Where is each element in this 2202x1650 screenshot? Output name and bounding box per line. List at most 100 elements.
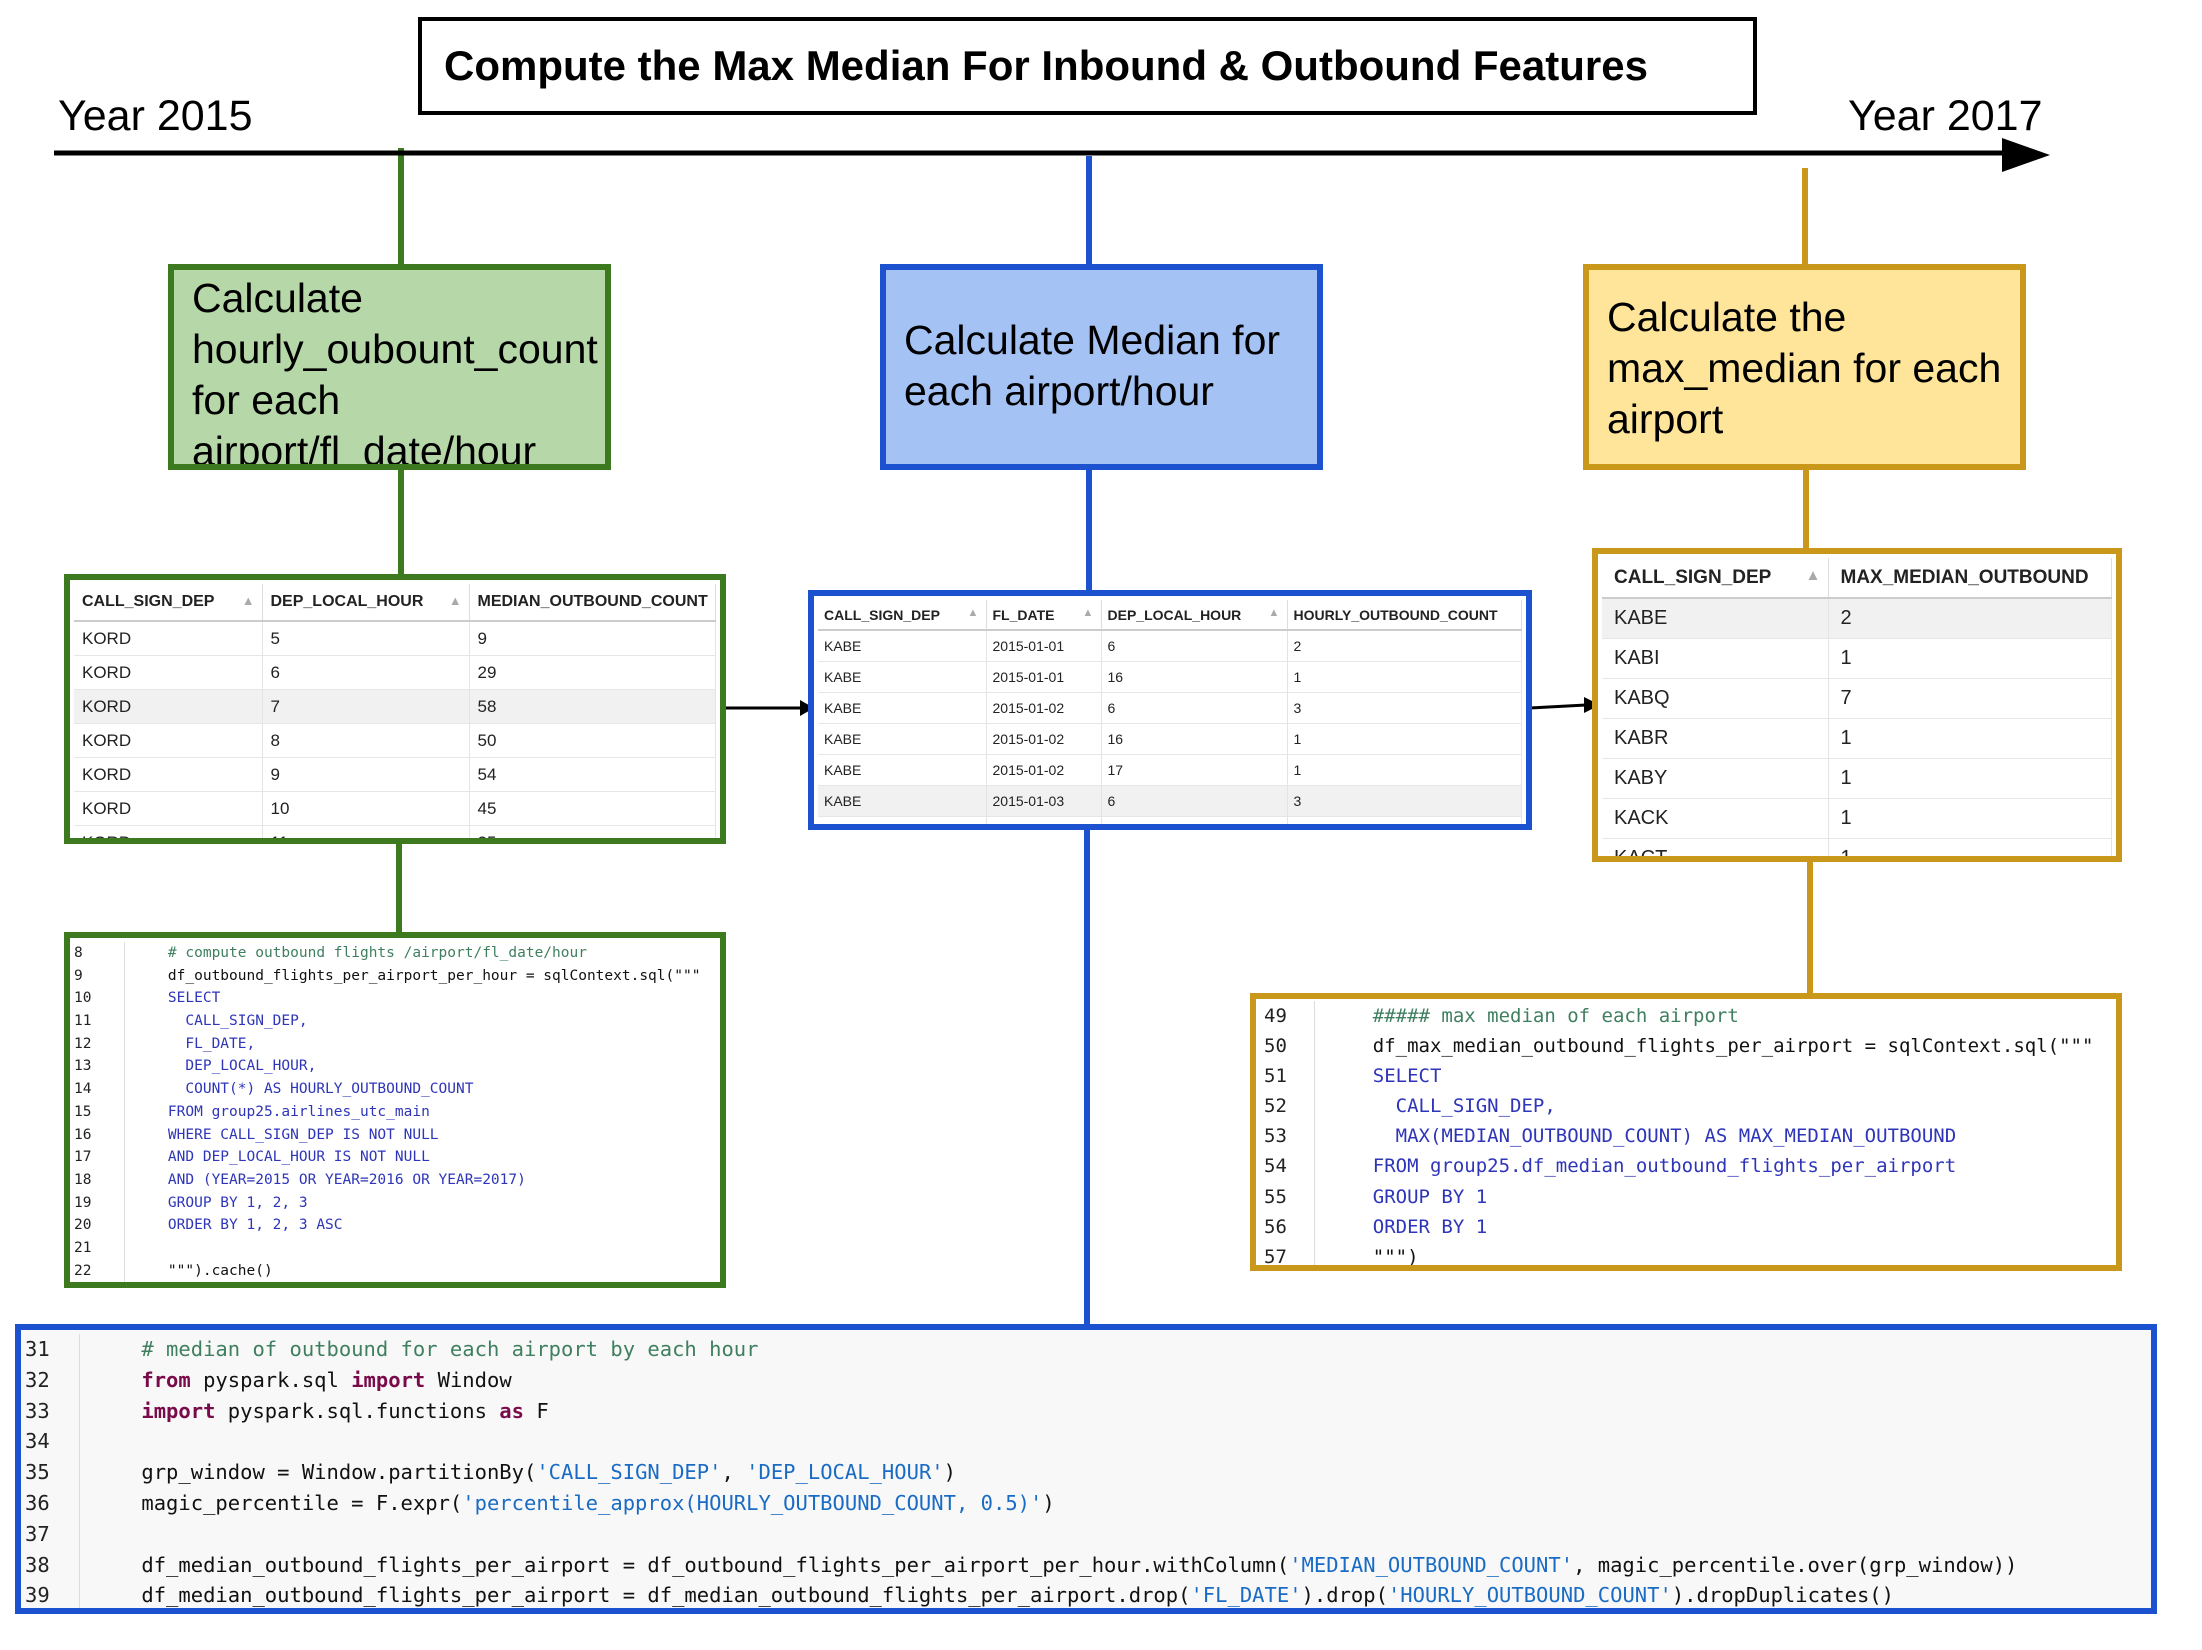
- code-token: df_median_outbound_flights_per_airport =…: [92, 1583, 1191, 1608]
- code-line: 18 AND (YEAR=2015 OR YEAR=2016 OR YEAR=2…: [70, 1168, 720, 1192]
- code-line: 33 import pyspark.sql.functions as F: [21, 1395, 2151, 1427]
- line-number: 57: [1256, 1241, 1315, 1265]
- code-line: 35 grp_window = Window.partitionBy('CALL…: [21, 1457, 2151, 1488]
- column-header[interactable]: MAX_MEDIAN_OUTBOUND: [1828, 558, 2112, 599]
- code-token: """).cache(): [133, 1262, 273, 1279]
- code-token: MAX(MEDIAN_OUTBOUND_COUNT) AS MAX_MEDIAN…: [1327, 1125, 1957, 1148]
- code-token: SELECT: [133, 990, 221, 1007]
- code-line: 50 df_max_median_outbound_flights_per_ai…: [1256, 1031, 2116, 1062]
- line-number: 38: [21, 1549, 80, 1581]
- median-outbound-table: CALL_SIGN_DEP▲ DEP_LOCAL_HOUR▲ MEDIAN_OU…: [64, 574, 726, 844]
- line-number: 54: [1256, 1151, 1315, 1182]
- code-line: 36 magic_percentile = F.expr('percentile…: [21, 1487, 2151, 1519]
- line-number: 51: [1256, 1061, 1315, 1092]
- line-number: 8: [70, 942, 125, 965]
- code-token: FROM group25.df_median_outbound_flights_…: [1327, 1155, 1957, 1178]
- code-token: from: [92, 1367, 191, 1392]
- line-number: 20: [70, 1214, 125, 1237]
- column-header[interactable]: CALL_SIGN_DEP▲: [1602, 558, 1829, 599]
- hourly-outbound-table: CALL_SIGN_DEP▲ FL_DATE▲ DEP_LOCAL_HOUR▲ …: [808, 590, 1532, 830]
- code-token: magic_percentile = F.expr(: [92, 1490, 463, 1515]
- line-number: 14: [70, 1078, 125, 1101]
- column-header[interactable]: CALL_SIGN_DEP▲: [818, 600, 987, 631]
- gold-connector-top: [1802, 168, 1808, 266]
- line-number: 50: [1256, 1031, 1315, 1062]
- code-token: FROM group25.airlines_utc_main: [133, 1103, 430, 1120]
- table-header-row: CALL_SIGN_DEP▲ MAX_MEDIAN_OUTBOUND: [1602, 558, 2112, 599]
- line-number: 16: [70, 1123, 125, 1147]
- line-number: 33: [21, 1395, 80, 1427]
- code-token: SELECT: [1327, 1065, 1442, 1088]
- outbound-count-sql-code: 8 # compute outbound flights /airport/fl…: [64, 932, 726, 1288]
- code-token: Window: [425, 1367, 512, 1392]
- gold-connector-mid: [1803, 468, 1809, 552]
- code-line: 13 DEP_LOCAL_HOUR,: [70, 1055, 720, 1079]
- code-line: 22 """).cache(): [70, 1259, 720, 1282]
- code-line: 16 WHERE CALL_SIGN_DEP IS NOT NULL: [70, 1123, 720, 1147]
- hourly-outbound-grid: CALL_SIGN_DEP▲ FL_DATE▲ DEP_LOCAL_HOUR▲ …: [818, 600, 1522, 824]
- code-line: 32 from pyspark.sql import Window: [21, 1364, 2151, 1396]
- code-token: GROUP BY 1, 2, 3: [133, 1194, 308, 1211]
- sort-icon: ▲: [448, 593, 462, 608]
- column-header[interactable]: HOURLY_OUTBOUND_COUNT: [1287, 600, 1522, 631]
- code-token: as: [499, 1398, 524, 1423]
- line-number: 11: [70, 1010, 125, 1033]
- line-number: 37: [21, 1518, 80, 1550]
- table-header-row: CALL_SIGN_DEP▲ FL_DATE▲ DEP_LOCAL_HOUR▲ …: [818, 600, 1522, 631]
- code-token: # compute outbound flights /airport/fl_d…: [133, 945, 587, 961]
- code-line: 21: [70, 1236, 720, 1260]
- green-connector-bottom: [396, 840, 402, 934]
- column-header[interactable]: FL_DATE▲: [986, 600, 1102, 631]
- code-token: COUNT(*) AS HOURLY_OUTBOUND_COUNT: [133, 1081, 474, 1098]
- code-token: ): [943, 1460, 956, 1485]
- code-token: ,: [721, 1460, 747, 1485]
- code-token: 'DEP_LOCAL_HOUR': [746, 1460, 944, 1485]
- green-connector-top: [398, 148, 404, 266]
- column-header[interactable]: MEDIAN_OUTBOUND_COUNT: [469, 584, 716, 622]
- code-token: F: [523, 1398, 549, 1423]
- column-header[interactable]: CALL_SIGN_DEP▲: [74, 584, 263, 622]
- code-line: 20 ORDER BY 1, 2, 3 ASC: [70, 1214, 720, 1237]
- line-number: 34: [21, 1426, 80, 1458]
- sort-icon: ▲: [1082, 606, 1094, 619]
- column-header[interactable]: DEP_LOCAL_HOUR▲: [1101, 600, 1288, 631]
- step-max-median-box: Calculate the max_median for each airpor…: [1583, 264, 2026, 470]
- code-token: FL_DATE,: [133, 1035, 256, 1052]
- code-token: df_median_outbound_flights_per_airport =…: [92, 1552, 1290, 1577]
- timeline-start-label: Year 2015: [58, 92, 253, 140]
- code-line: 31 # median of outbound for each airport…: [21, 1334, 2151, 1365]
- code-token: 'HOURLY_OUTBOUND_COUNT': [1387, 1583, 1672, 1608]
- code-line: 39 df_median_outbound_flights_per_airpor…: [21, 1580, 2151, 1608]
- line-number: 13: [70, 1055, 125, 1079]
- line-number: 31: [21, 1334, 80, 1365]
- code-token: import: [92, 1398, 216, 1423]
- sort-icon: ▲: [1805, 566, 1821, 584]
- code-token: GROUP BY 1: [1327, 1185, 1488, 1208]
- line-number: 53: [1256, 1121, 1315, 1152]
- code-line: 55 GROUP BY 1: [1256, 1181, 2116, 1212]
- line-number: 49: [1256, 1001, 1315, 1032]
- code-line: 51 SELECT: [1256, 1061, 2116, 1092]
- timeline-end-label: Year 2017: [1848, 92, 2043, 140]
- step-median-box: Calculate Median for each airport/hour: [880, 264, 1323, 470]
- green-connector-mid: [398, 468, 404, 578]
- column-header[interactable]: DEP_LOCAL_HOUR▲: [262, 584, 470, 622]
